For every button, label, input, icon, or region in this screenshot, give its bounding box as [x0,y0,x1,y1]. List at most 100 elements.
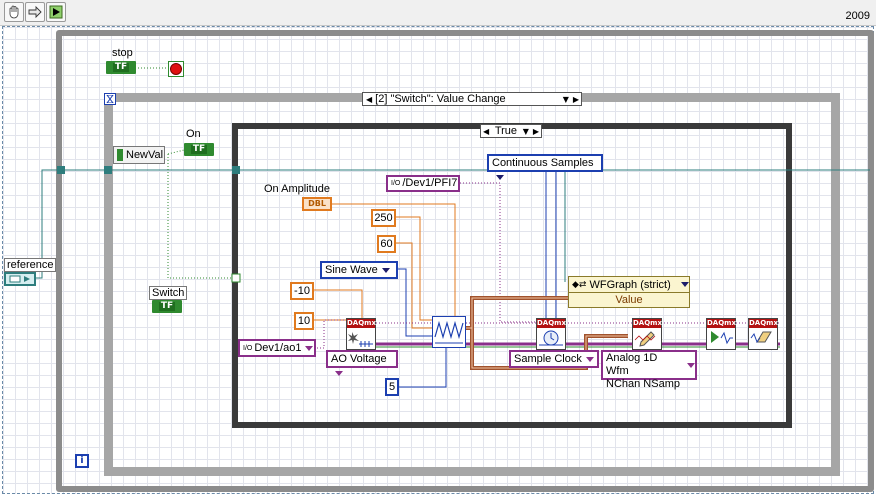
waveform-generator-icon [434,320,464,344]
event-selector-label: [2] "Switch": Value Change [375,93,506,105]
property-node[interactable]: ◆⇄ WFGraph (strict) Value [568,276,690,308]
event-data-node[interactable]: NewVal [113,146,165,164]
analog-wfm-selector[interactable]: Analog 1D Wfm NChan NSamp [601,350,697,390]
chevron-left-icon[interactable]: ◀ [483,126,490,136]
on-terminal-text: TF [190,144,208,154]
channel-count-constant[interactable]: 5 [385,378,399,396]
reference-terminal[interactable] [4,272,36,286]
property-node-property[interactable]: Value [615,294,643,306]
run-icon[interactable] [46,2,66,22]
loop-condition-terminal[interactable] [168,61,184,77]
pencil-icon [634,331,656,347]
daqmx-header: DAQmx [347,319,376,328]
on-amplitude-label: On Amplitude [264,183,331,195]
stop-terminal[interactable]: TF [106,61,136,74]
continuous-samples-constant[interactable]: Continuous Samples [487,154,603,180]
daqmx-header: DAQmx [633,319,662,328]
chevron-down-icon[interactable] [687,362,695,368]
on-terminal[interactable]: TF [184,143,214,156]
chevron-right-icon[interactable]: ▶ [532,126,539,136]
channel-text: Dev1/ao1 [254,341,302,354]
chevron-down-icon[interactable]: ▼ [522,126,529,136]
frequency-text: 60 [380,238,393,250]
reference-label: reference [4,258,57,272]
dbl-text: DBL [308,199,326,208]
case-selector[interactable]: ◀ True ▼ ▶ [480,124,542,138]
max-value-text: 10 [297,315,311,327]
daqmx-header: DAQmx [537,319,566,328]
sample-clock-text: Sample Clock [514,353,582,365]
chevron-down-icon[interactable] [496,174,504,180]
arrow-tool-icon[interactable] [25,2,45,22]
switch-wire [167,154,234,279]
chevron-down-icon[interactable] [305,345,314,351]
bool-indicator-icon [117,149,123,161]
while-loop[interactable] [56,30,874,492]
pfi-constant[interactable]: I/O /Dev1/PFI7 [386,175,460,192]
property-node-class: WFGraph (strict) [589,278,671,291]
continuous-samples-text: Continuous Samples [492,157,594,169]
version-label: 2009 [845,10,870,22]
rate-constant[interactable]: 250 [371,209,396,227]
rate-text: 250 [374,212,393,224]
function-generator[interactable] [432,316,466,348]
switch-label: Switch [149,286,188,300]
io-name-icon: I/O [243,344,253,352]
play-icon [711,331,733,345]
case-selector-terminal [231,273,241,283]
chevron-down-icon[interactable] [681,282,689,287]
analog-wfm-text-2: NChan NSamp [606,378,680,390]
switch-terminal[interactable]: TF [152,300,182,313]
stop-label: stop [112,47,133,59]
ao-voltage-text: AO Voltage [331,353,387,365]
on-amplitude-terminal[interactable]: DBL [302,197,332,211]
chevron-down-icon[interactable] [335,370,343,376]
chevron-left-icon[interactable]: ◀ [366,94,373,104]
min-value-constant[interactable]: -10 [290,282,314,300]
property-node-icon: ◆⇄ [572,279,587,290]
hand-tool-icon[interactable] [4,2,24,22]
reference-wire [36,169,870,279]
chevron-down-icon[interactable]: ▼ [562,94,569,104]
channel-constant[interactable]: I/O Dev1/ao1 [238,339,316,357]
case-selector-label: True [494,125,518,137]
daqmx-write[interactable]: DAQmx [632,318,662,350]
property-node-header: ◆⇄ WFGraph (strict) [569,277,689,293]
event-selector[interactable]: ◀ [2] "Switch": Value Change ▼ ▶ [362,92,582,106]
on-label: On [186,128,201,140]
chevron-down-icon[interactable] [381,267,390,273]
stop-sign-icon [170,63,182,75]
sine-wave-constant[interactable]: Sine Wave [320,261,398,279]
ao-voltage-selector[interactable]: AO Voltage [326,350,398,376]
clock-icon [539,330,563,346]
event-data-label: NewVal [126,149,164,161]
sine-wave-text: Sine Wave [325,264,378,276]
daqmx-header: DAQmx [749,319,778,328]
create-channel-icon [348,332,373,347]
daqmx-start-task[interactable]: DAQmx [706,318,736,350]
daqmx-header: DAQmx [707,319,736,328]
channel-count-text: 5 [388,381,396,393]
iteration-terminal[interactable]: i [75,454,89,468]
chevron-right-icon[interactable]: ▶ [572,94,579,104]
daqmx-timing[interactable]: DAQmx [536,318,566,350]
daqmx-clear-task[interactable]: DAQmx [748,318,778,350]
hourglass-icon[interactable] [104,93,116,105]
tunnel [57,166,65,174]
max-value-constant[interactable]: 10 [294,312,314,330]
diagram-toolbar: 2009 [0,0,876,26]
analog-wfm-text-1: Analog 1D Wfm [606,352,658,377]
min-value-text: -10 [294,285,310,297]
sample-clock-selector[interactable]: Sample Clock [509,350,599,368]
eraser-icon [750,331,772,344]
tunnel [232,166,240,174]
stop-terminal-text: TF [112,62,130,72]
tunnel [104,166,112,174]
frequency-constant[interactable]: 60 [377,235,396,253]
daqmx-create-channel[interactable]: DAQmx [346,318,376,350]
pfi-text: /Dev1/PFI7 [402,177,458,189]
io-name-icon: I/O [391,180,401,187]
switch-terminal-text: TF [158,301,176,311]
chevron-down-icon[interactable] [585,356,594,362]
